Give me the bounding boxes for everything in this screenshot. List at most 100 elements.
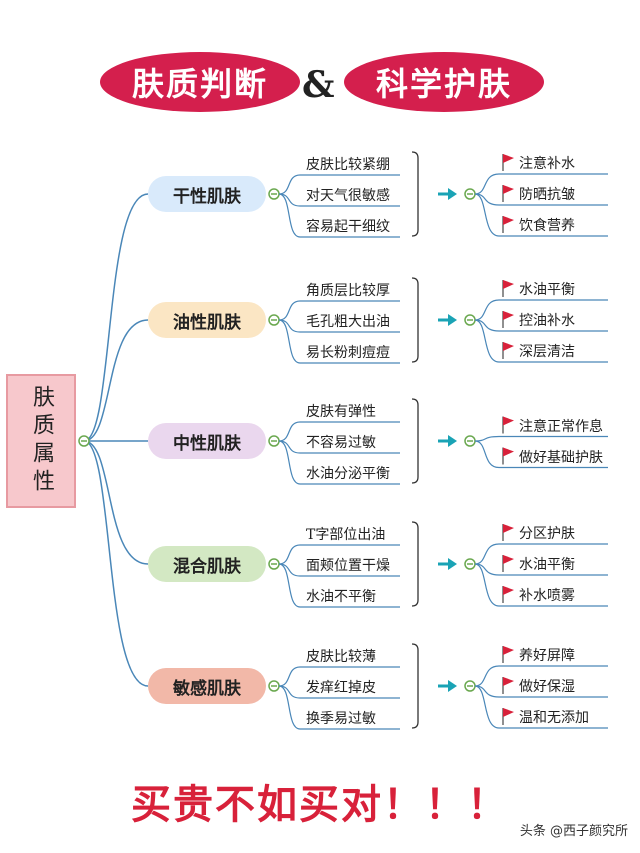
tip-text: 养好屏障 [519,648,575,664]
category-collapse-icon[interactable] [268,558,280,570]
category-collapse-icon[interactable] [268,680,280,692]
root-branch-line [83,440,149,565]
red-flag-icon [502,185,514,202]
trait-text: 水油不平衡 [306,589,376,605]
red-flag-icon [502,447,514,465]
trait-bracket [411,643,419,729]
root-node: 肤质属性 [6,374,76,508]
tip-text: 控油补水 [519,313,575,329]
category-collapse-icon[interactable] [268,188,280,200]
trait-connector [278,319,400,364]
trait-connector [278,193,400,238]
tip-text: 做好基础护肤 [519,449,603,466]
red-flag-icon [502,708,514,725]
trait-connector [278,421,400,442]
tip-text: 水油平衡 [519,557,575,573]
category-node: 中性肌肤 [148,423,266,459]
arrow-icon [448,314,457,326]
trait-connector [278,193,400,207]
arrow-icon [448,188,457,200]
tip-text: 补水喷雾 [519,588,575,604]
root-branch-line [83,193,149,442]
tip-connector [474,299,608,321]
trait-text: 换季易过敏 [306,711,376,727]
category-node: 敏感肌肤 [148,668,266,704]
trait-text: 对天气很敏感 [306,188,390,204]
trait-text: 不容易过敏 [306,435,376,451]
trait-text: 易长粉刺痘痘 [306,345,390,361]
tips-collapse-icon[interactable] [464,435,476,447]
tip-connector [474,563,608,576]
trait-text: 角质层比较厚 [306,283,390,299]
trait-connector [278,440,400,485]
trait-connector [278,174,400,195]
trait-connector [278,300,400,321]
trait-text: 发痒红掉皮 [306,680,376,696]
trait-connector [278,685,400,730]
tip-connector [474,563,608,607]
red-flag-icon [502,154,514,171]
trait-text: 容易起干细纹 [306,219,390,235]
trait-bracket [411,521,419,607]
title-right-pill: 科学护肤 [344,52,544,112]
credit-watermark: 头条 @西子颜究所 [519,824,628,839]
trait-text: 水油分泌平衡 [306,466,390,482]
category-node: 干性肌肤 [148,176,266,212]
tip-connector [474,193,608,206]
tip-text: 注意正常作息 [519,418,603,435]
tip-connector [474,319,608,363]
trait-text: 皮肤比较薄 [306,649,376,665]
tip-connector [474,685,608,729]
tip-connector [474,685,608,698]
tips-collapse-icon[interactable] [464,558,476,570]
arrow-icon [448,435,457,447]
tip-connector [474,193,608,237]
tips-collapse-icon[interactable] [464,314,476,326]
slogan: 买贵不如买对！！！ [131,781,509,828]
tip-text: 分区护肤 [519,526,575,542]
red-flag-icon [502,311,514,328]
arrow-icon [448,680,457,692]
trait-connector [278,440,400,454]
tip-text: 深层清洁 [519,344,575,360]
trait-bracket [411,398,419,484]
title-left-pill: 肤质判断 [100,52,300,112]
trait-text: 皮肤比较紧绷 [306,157,390,173]
red-flag-icon [502,524,514,541]
title-ampersand: & [302,64,335,106]
tip-connector [474,543,608,565]
trait-connector [278,544,400,565]
tip-connector [474,440,608,469]
root-collapse-icon[interactable] [78,435,90,447]
trait-connector [278,563,400,577]
tip-connector [474,319,608,332]
trait-connector [278,319,400,333]
red-flag-icon [502,216,514,233]
trait-text: T字部位出油 [306,527,386,543]
tip-text: 注意补水 [519,156,575,172]
tip-text: 水油平衡 [519,282,575,298]
red-flag-icon [502,342,514,359]
tips-collapse-icon[interactable] [464,680,476,692]
trait-bracket [411,277,419,363]
category-collapse-icon[interactable] [268,435,280,447]
tip-text: 做好保湿 [519,679,575,695]
arrow-icon [448,558,457,570]
trait-text: 毛孔粗大出油 [306,314,390,330]
trait-bracket [411,151,419,237]
trait-connector [278,563,400,608]
tip-text: 防晒抗皱 [519,187,575,203]
tip-connector [474,665,608,687]
red-flag-icon [502,280,514,297]
tips-collapse-icon[interactable] [464,188,476,200]
category-collapse-icon[interactable] [268,314,280,326]
category-node: 油性肌肤 [148,302,266,338]
trait-connector [278,685,400,699]
trait-text: 面颊位置干燥 [306,558,390,574]
tip-text: 温和无添加 [519,710,589,726]
tip-text: 饮食营养 [519,218,575,234]
red-flag-icon [502,646,514,663]
tip-connector [474,173,608,195]
red-flag-icon [502,586,514,603]
